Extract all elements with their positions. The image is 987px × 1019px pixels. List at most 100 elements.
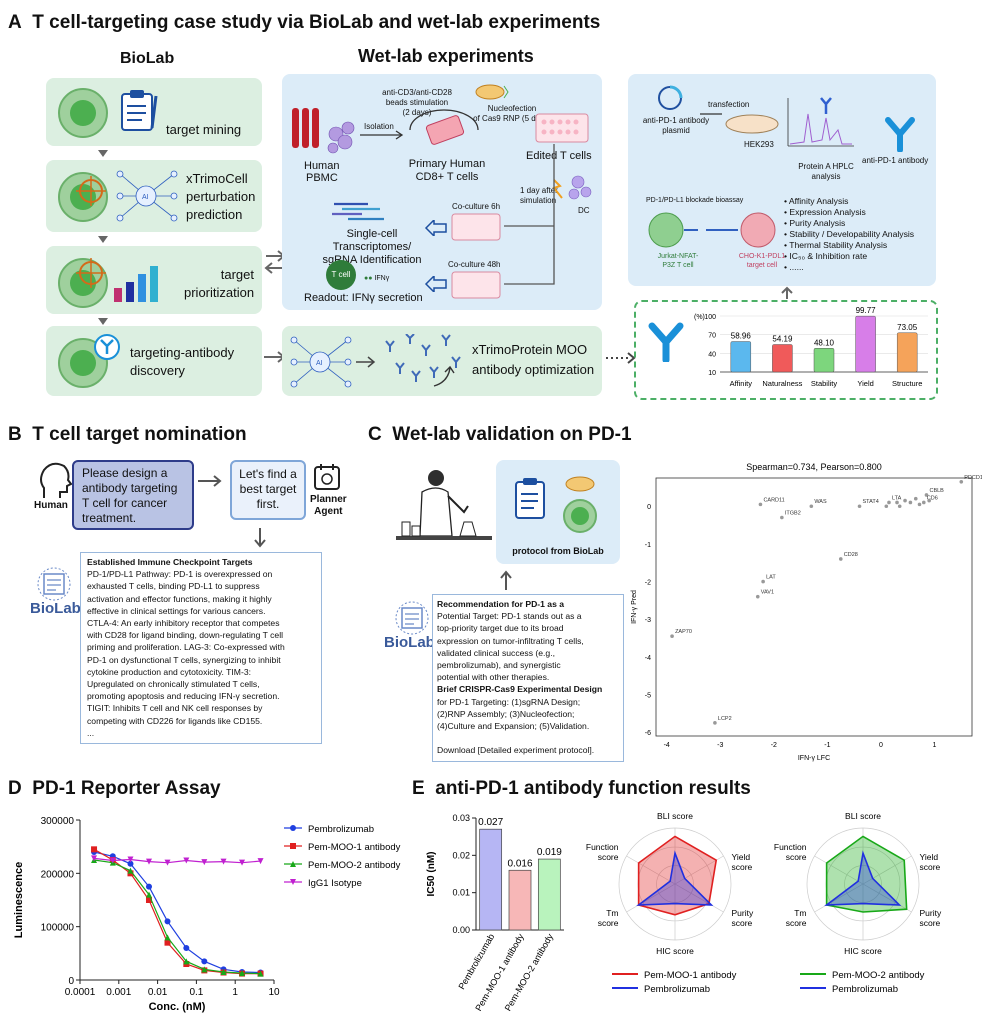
data-point [239,970,246,977]
radar-spoke [626,855,676,885]
clipboard-icon [121,90,158,131]
series-line [93,859,261,975]
data-point [145,897,152,903]
analysis-text: Purity Analysis [789,218,846,228]
rec-line: Recommendation for PD-1 as a [437,599,565,609]
right-arrow [356,356,376,368]
ifng-icon: ●● IFNγ [364,275,390,282]
step-line: target [220,267,254,282]
analysis-item: • IC₅₀ & Inhibition rate [784,251,868,261]
panel-b-title: B T cell target nomination [8,424,247,446]
rec-line[interactable]: Download [Detailed experiment protocol]. [437,745,595,756]
analysis-item: • Purity Analysis [784,218,846,228]
step-line: discovery [130,363,185,378]
rec-line: (2)RNP Assembly; (3)Nucleofection; [437,708,575,719]
planner-line: Planner [310,494,347,505]
rec-line: top-priority target due to its broad [437,623,564,634]
analysis-text: IC₅₀ & Inhibition rate [789,251,868,261]
x-tick-label: 1 [933,742,937,749]
resp-line: promoting apoptosis and reducing IFN-γ s… [87,691,280,702]
legend-marker [290,879,296,885]
biolab-logo-icon [37,567,71,601]
y-tick-label: 40 [708,351,716,358]
dish-icon [700,113,779,134]
rec-line: potential with other therapies. [437,672,550,683]
point-label: PDCD1 [964,475,982,481]
nucleo-line: of Cas9 RNP (5 days) [473,114,551,123]
jurkat-line: P3Z T cell [662,262,694,269]
data-point [670,634,674,638]
x-tick-label: 0 [879,742,883,749]
y-tick-label: -4 [645,655,651,662]
data-point [183,958,190,965]
panel-b-letter: B [8,424,22,445]
data-point [895,500,899,505]
data-point [758,502,763,507]
antibody-cluster-icon [385,334,461,382]
rec-line: Potential Target: PD-1 stands out as a [437,611,582,622]
panel-d-title-text: PD-1 Reporter Assay [32,778,221,799]
step-prioritization: target prioritization [46,246,262,314]
sequencing-reads-icon [332,202,384,221]
point-label: WAS [814,499,827,505]
bar [730,341,752,373]
data-point [257,858,264,865]
agent-message: Let's find a best target first. [230,460,306,520]
wetlab-column-title: Wet-lab experiments [358,46,534,66]
msg-line: Please design a [82,466,168,480]
legend-label: Pem-MOO-1 antibody [308,842,401,853]
human-label: Human [34,500,68,511]
x-tick-label: -4 [664,742,670,749]
bar [479,828,503,931]
radar-spoke [674,883,724,913]
human-label: Human [304,160,340,172]
resp-line: activation and effector functions, makin… [87,593,272,604]
oneday-line: simulation [520,196,557,205]
hek-label: HEK293 [744,140,774,149]
biolab-logo-icon [395,601,429,635]
y-tick-label: -2 [645,580,651,587]
x-tick-label: 0.01 [148,987,168,998]
down-arrow [98,318,108,325]
cell-icon [58,88,108,138]
antibody-label: anti-PD-1 antibody [862,156,929,165]
y-tick-label: 200000 [41,869,75,880]
y-tick-label: 0.01 [452,888,470,898]
data-point [921,500,926,505]
y-tick-label: 0.00 [452,925,470,935]
resp-line: ... [87,727,95,738]
panel-e-title-text: anti-PD-1 antibody function results [435,778,751,799]
hollow-left-arrow [424,276,447,292]
right-arrow [360,130,404,140]
y-tick-label: 0.03 [452,813,470,823]
biolab-column-title: BioLab [120,50,175,67]
data-point [164,859,171,866]
curved-arrow-icon [433,365,455,387]
panel-c-title-text: Wet-lab validation on PD-1 [392,424,632,445]
down-arrow [98,150,108,157]
rec-line: pembrolizumab), and synergistic [437,660,561,671]
bar [772,344,793,373]
jurkat-label: Jurkat-NFAT- P3Z T cell [648,252,708,270]
radar-series [636,850,714,906]
msg-line: treatment. [82,511,137,525]
radar-spoke [814,855,864,885]
y-axis-label: IFN-γ Pred [631,590,638,624]
y-tick-label: 0 [647,504,651,511]
analysis-item: • ...... [784,262,804,272]
up-arrow [781,286,793,299]
panel-a-title-text: T cell-targeting case study via BioLab a… [32,12,601,33]
bar-value-label: 0.019 [537,847,562,858]
category-label: Structure [892,379,922,388]
point-label: ZAP70 [675,629,692,635]
beads-label: anti-CD3/anti-CD28 beads stimulation (2 … [372,88,462,118]
analysis-item: • Thermal Stability Analysis [784,240,888,250]
biolab-logo-text: BioLab [384,634,435,651]
y-axis-label: Luminescence [13,862,25,938]
panel-b-title-text: T cell target nomination [32,424,247,445]
